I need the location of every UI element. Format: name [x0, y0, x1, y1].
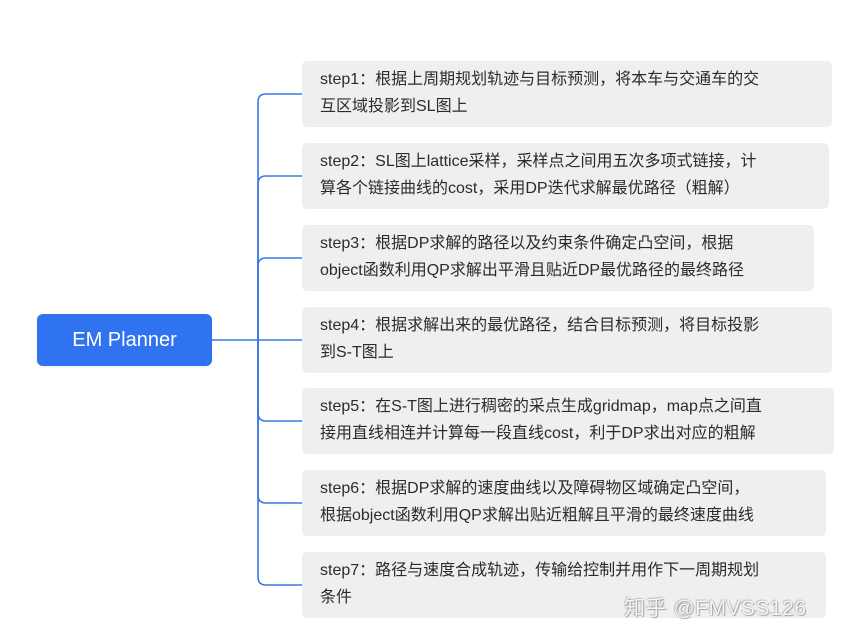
step-node-5[interactable]: step5：在S-T图上进行稠密的采点生成gridmap，map点之间直 接用直… — [302, 388, 834, 454]
step-3-line-2: object函数利用QP求解出平滑且贴近DP最优路径的最终路径 — [320, 262, 745, 279]
step-2-line-1: step2：SL图上lattice采样，采样点之间用五次多项式链接，计 — [320, 153, 757, 170]
watermark: 知乎 @FMVSS126 — [624, 597, 807, 620]
step-node-4[interactable]: step4：根据求解出来的最优路径，结合目标预测，将目标投影 到S-T图上 — [302, 307, 832, 373]
step-node-6[interactable]: step6：根据DP求解的速度曲线以及障碍物区域确定凸空间， 根据object函… — [302, 470, 826, 536]
step-7-line-2: 条件 — [320, 589, 353, 606]
connector-step3 — [257, 257, 303, 341]
connector-step5 — [257, 339, 303, 422]
connector-step2 — [257, 175, 303, 341]
step-4-line-1: step4：根据求解出来的最优路径，结合目标预测，将目标投影 — [320, 317, 760, 334]
connector-step7 — [257, 339, 303, 586]
step-node-1[interactable]: step1：根据上周期规划轨迹与目标预测，将本车与交通车的交 互区域投影到SL图… — [302, 61, 832, 127]
step-5-line-2: 接用直线相连并计算每一段直线cost，利于DP求出对应的粗解 — [320, 425, 756, 442]
step-1-line-1: step1：根据上周期规划轨迹与目标预测，将本车与交通车的交 — [320, 71, 760, 88]
root-node[interactable]: EM Planner — [37, 314, 212, 366]
step-4-line-2: 到S-T图上 — [320, 344, 394, 361]
step-7-line-1: step7：路径与速度合成轨迹，传输给控制并用作下一周期规划 — [320, 562, 760, 579]
step-6-line-1: step6：根据DP求解的速度曲线以及障碍物区域确定凸空间， — [320, 480, 750, 497]
connector-step1 — [257, 93, 303, 341]
root-node-label: EM Planner — [72, 328, 177, 351]
step-5-line-1: step5：在S-T图上进行稠密的采点生成gridmap，map点之间直 — [320, 398, 762, 415]
step-node-7[interactable]: step7：路径与速度合成轨迹，传输给控制并用作下一周期规划 条件 — [302, 552, 826, 618]
step-node-3[interactable]: step3：根据DP求解的路径以及约束条件确定凸空间，根据 object函数利用… — [302, 225, 814, 291]
step-6-line-2: 根据object函数利用QP求解出贴近粗解且平滑的最终速度曲线 — [320, 507, 754, 524]
step-1-line-2: 互区域投影到SL图上 — [320, 98, 468, 115]
step-3-line-1: step3：根据DP求解的路径以及约束条件确定凸空间，根据 — [320, 235, 734, 252]
step-2-line-2: 算各个链接曲线的cost，采用DP迭代求解最优路径（粗解） — [320, 180, 740, 197]
step-node-2[interactable]: step2：SL图上lattice采样，采样点之间用五次多项式链接，计 算各个链… — [302, 143, 829, 209]
